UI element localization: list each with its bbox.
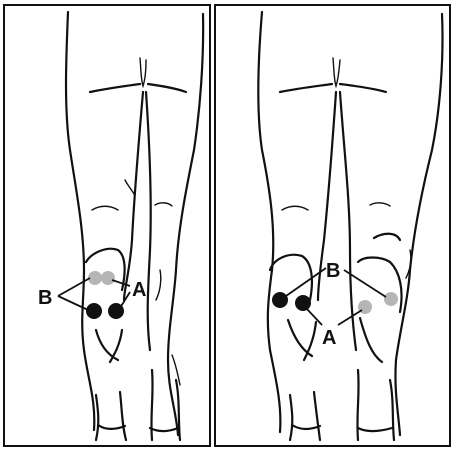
left-legs-outline: [66, 12, 203, 440]
left-label-a: A: [132, 279, 146, 301]
right-electrodes: [272, 292, 398, 314]
left-electrode-gray-1: [88, 271, 102, 285]
left-electrode-black-1: [86, 303, 102, 319]
right-electrode-gray-2: [384, 292, 398, 306]
left-electrodes: [86, 271, 124, 319]
right-electrode-black-2: [295, 295, 311, 311]
right-electrode-black-1: [272, 292, 288, 308]
right-label-a: A: [322, 327, 336, 349]
left-electrode-gray-2: [101, 271, 115, 285]
right-legs-outline: [258, 12, 442, 440]
left-label-b: B: [38, 287, 52, 309]
right-label-b: B: [326, 260, 340, 282]
